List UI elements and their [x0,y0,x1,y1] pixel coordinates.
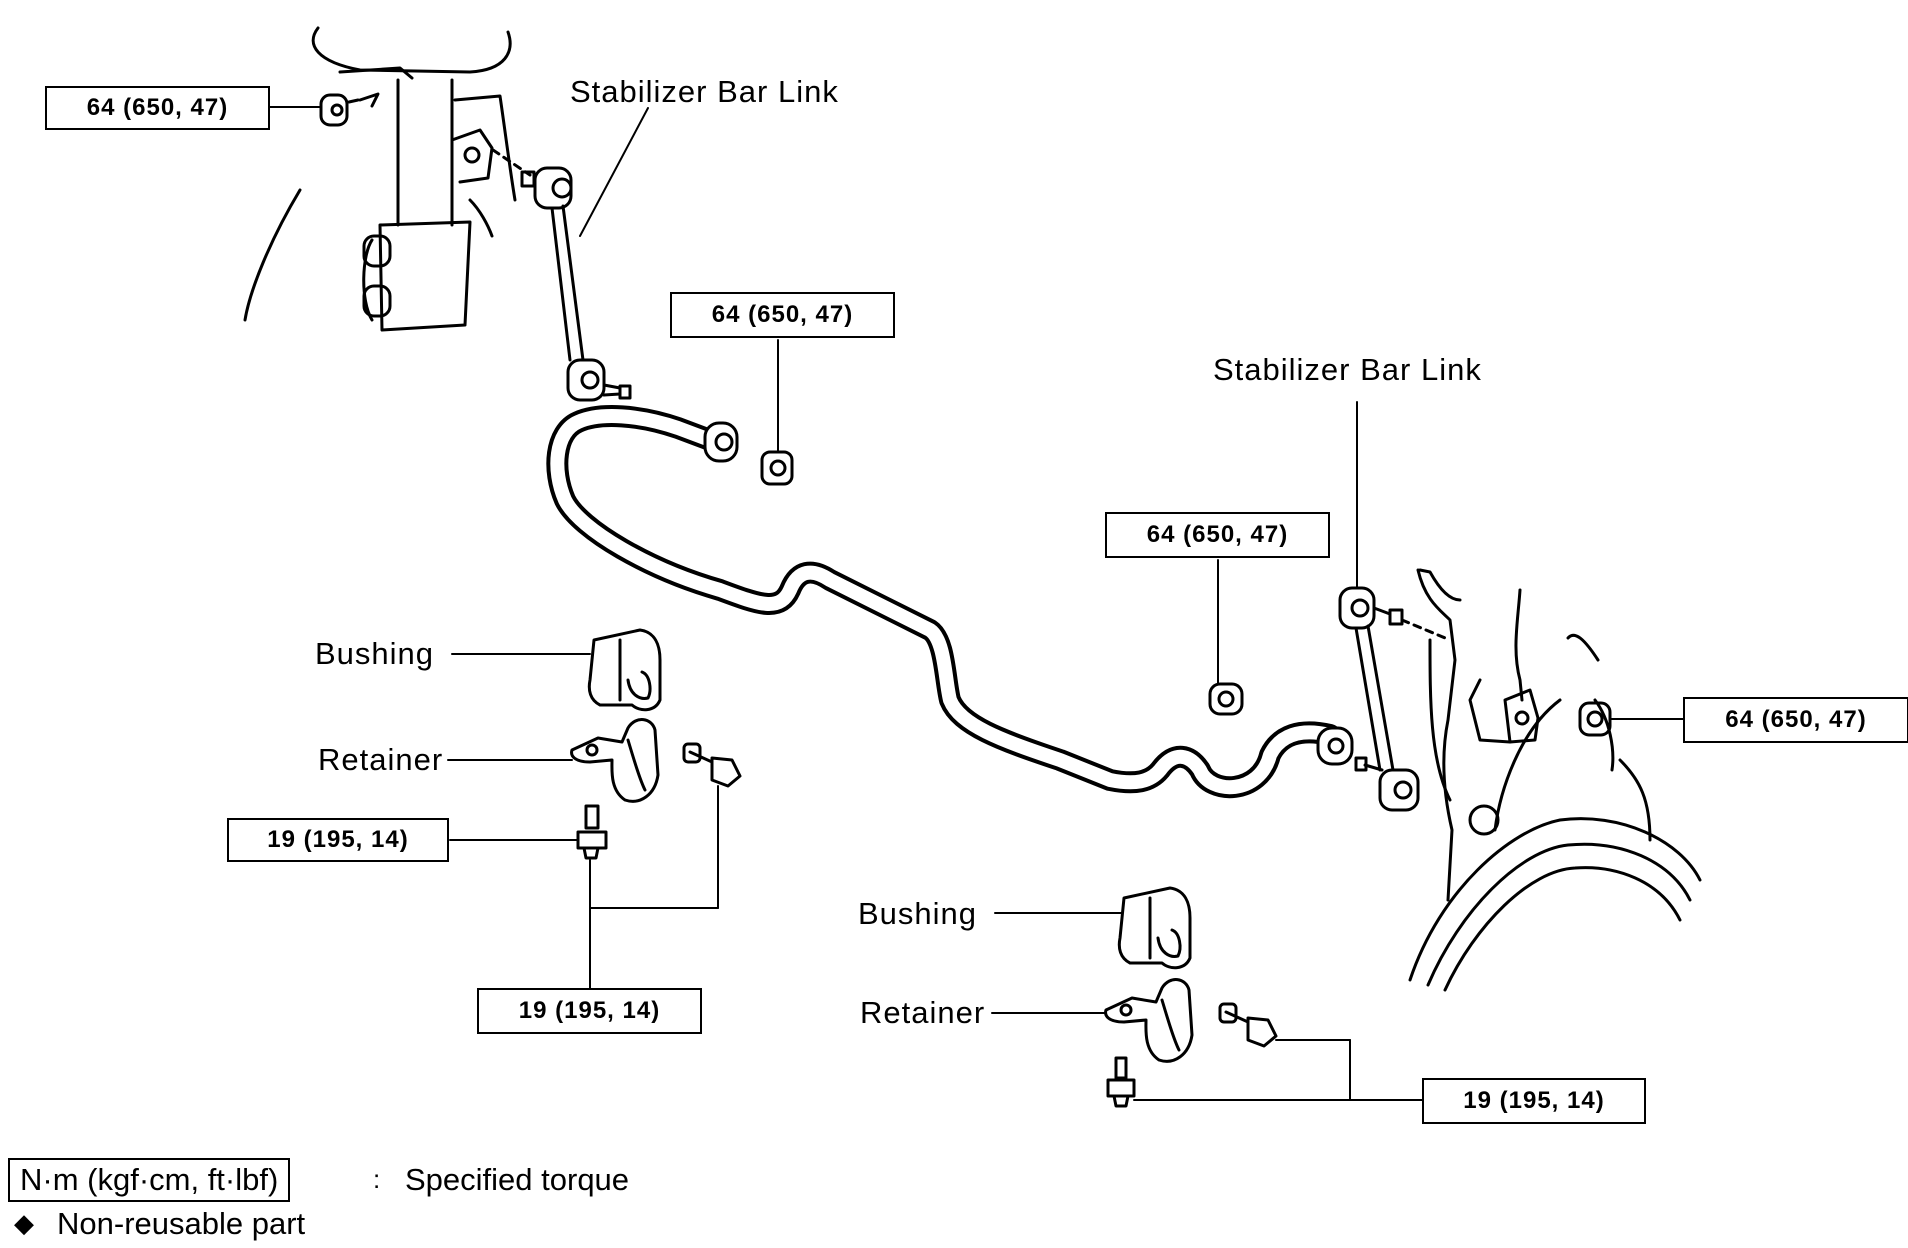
bar-end-nut-right [1208,559,1244,716]
torque-box-top-left-nut: 64 (650, 47) [45,86,270,130]
right-stabilizer-link [1338,401,1452,812]
torque-box-left-retainer-bolts: 19 (195, 14) [477,988,702,1034]
left-retainer [447,718,660,803]
legend-nonreusable-part: Non-reusable part [57,1206,306,1241]
left-retainer-bolt-side [682,742,742,909]
right-bushing [994,886,1192,970]
bar-end-nut-left [760,339,794,486]
torque-box-left-bar-nut: 64 (650, 47) [670,292,895,338]
top-left-nut [319,92,380,127]
label-stabilizer-bar-link-left: Stabilizer Bar Link [570,74,839,109]
torque-box-right-bar-nut: 64 (650, 47) [1105,512,1330,558]
legend-nonreusable-icon: ◆ [14,1208,34,1238]
label-bushing-right: Bushing [858,896,978,931]
right-retainer-bolt-bottom [1106,1056,1423,1108]
left-retainer-bolt-bottom [449,804,719,989]
label-retainer-left: Retainer [318,742,444,777]
right-knuckle-nut [1578,701,1684,737]
left-stabilizer-link [491,148,632,402]
leader-lines [269,106,649,237]
left-strut-assembly [243,26,517,332]
torque-box-left-bottom-bolt: 19 (195, 14) [227,818,449,862]
stabilizer-bar [546,405,1354,799]
right-knuckle-assembly [1408,568,1702,992]
left-bushing [451,628,662,712]
label-bushing-left: Bushing [315,636,435,671]
legend-specified-torque: Specified torque [405,1162,630,1197]
label-stabilizer-bar-link-right: Stabilizer Bar Link [1213,352,1482,387]
label-retainer-right: Retainer [860,995,986,1030]
torque-box-right-knuckle-nut: 64 (650, 47) [1683,697,1908,743]
right-retainer-bolt-side [1218,1002,1351,1101]
legend-separator: : [373,1164,381,1194]
torque-box-right-retainer-bolts: 19 (195, 14) [1422,1078,1646,1124]
right-retainer [991,978,1194,1063]
legend-unit-box: N·m (kgf·cm, ft·lbf) [8,1158,291,1202]
